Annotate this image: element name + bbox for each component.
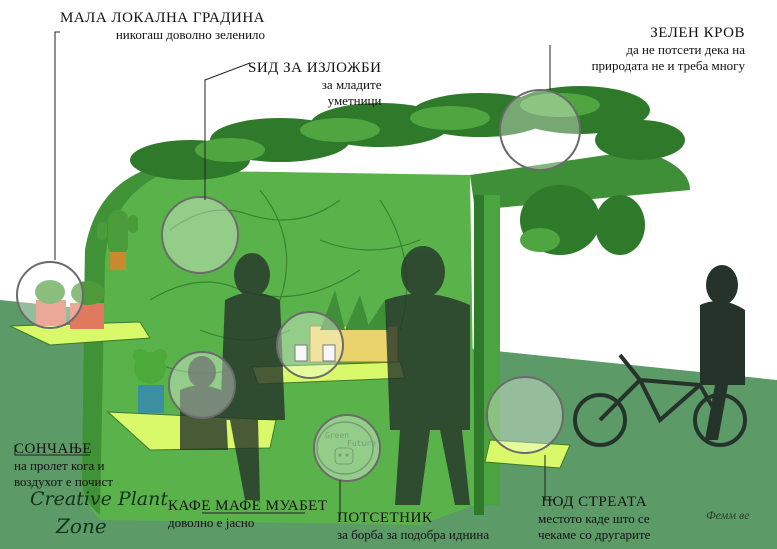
label-eaves-title: ПОД СТРЕАТА (541, 494, 648, 510)
people-silhouettes (180, 246, 470, 505)
logo-line2: Zone (56, 514, 107, 538)
label-reminder: ПОТСЕТНИК за борба за подобра иднина (337, 510, 489, 543)
label-wall: ЅИД ЗА ИЗЛОЖБИ за младите уметници (248, 60, 381, 109)
label-garden-subtitle: никогаш доволно зеленило (115, 27, 266, 42)
cactus-figure (97, 210, 138, 270)
highlight-circles (16, 89, 581, 482)
sign-text: Green (325, 431, 349, 440)
logo-line1: Creative Plant (30, 488, 168, 510)
label-roof: ЗЕЛЕН КРОВ да не потсети дека на природа… (592, 25, 745, 74)
bicycle (573, 353, 747, 447)
sign-text: Future (347, 439, 376, 448)
label-eaves-subtitle1: местото каде што се (538, 511, 650, 526)
label-roof-subtitle1: да не потсети дека на (626, 42, 745, 57)
label-cafe-title: КАФЕ МАФЕ МУАБЕТ (168, 498, 328, 514)
label-sun: СОНЧАЊЕ на пролет кога и воздухот е почи… (14, 441, 113, 490)
label-roof-title: ЗЕЛЕН КРОВ (650, 25, 745, 41)
label-roof-subtitle2: природата не и треба многу (591, 58, 745, 73)
label-garden: МАЛА ЛОКАЛНА ГРАДИНА никогаш доволно зел… (60, 10, 265, 43)
label-wall-subtitle2: уметници (327, 93, 382, 108)
label-reminder-title: ПОТСЕТНИК (337, 510, 433, 526)
leader-lines (14, 31, 555, 520)
label-eaves: ПОД СТРЕАТА местото каде што се чекаме с… (538, 494, 650, 543)
cactus-pot (138, 385, 164, 413)
artist-signature: Фемм ве (706, 508, 750, 522)
label-sun-subtitle1: на пролет кога и (14, 458, 105, 473)
label-cafe-subtitle: доволно е јасно (168, 515, 255, 530)
creative-plant-zone-logo: Creative Plant Zone (30, 488, 180, 548)
label-sun-title: СОНЧАЊЕ (14, 441, 92, 457)
label-wall-subtitle1: за младите (321, 77, 382, 92)
label-cafe: КАФЕ МАФЕ МУАБЕТ доволно е јасно (168, 498, 328, 531)
label-eaves-subtitle2: чекаме со другарите (538, 527, 651, 542)
label-garden-title: МАЛА ЛОКАЛНА ГРАДИНА (60, 10, 266, 26)
green-future-sign (316, 421, 374, 475)
label-wall-title: ЅИД ЗА ИЗЛОЖБИ (248, 60, 382, 76)
frame-post (480, 195, 500, 505)
label-reminder-subtitle: за борба за подобра иднина (337, 527, 490, 542)
planter-box (36, 300, 66, 326)
cup-icon (294, 344, 308, 362)
cup-icon (322, 344, 336, 362)
label-sun-subtitle2: воздухот е почист (14, 474, 113, 489)
roof-overhang (470, 150, 690, 210)
